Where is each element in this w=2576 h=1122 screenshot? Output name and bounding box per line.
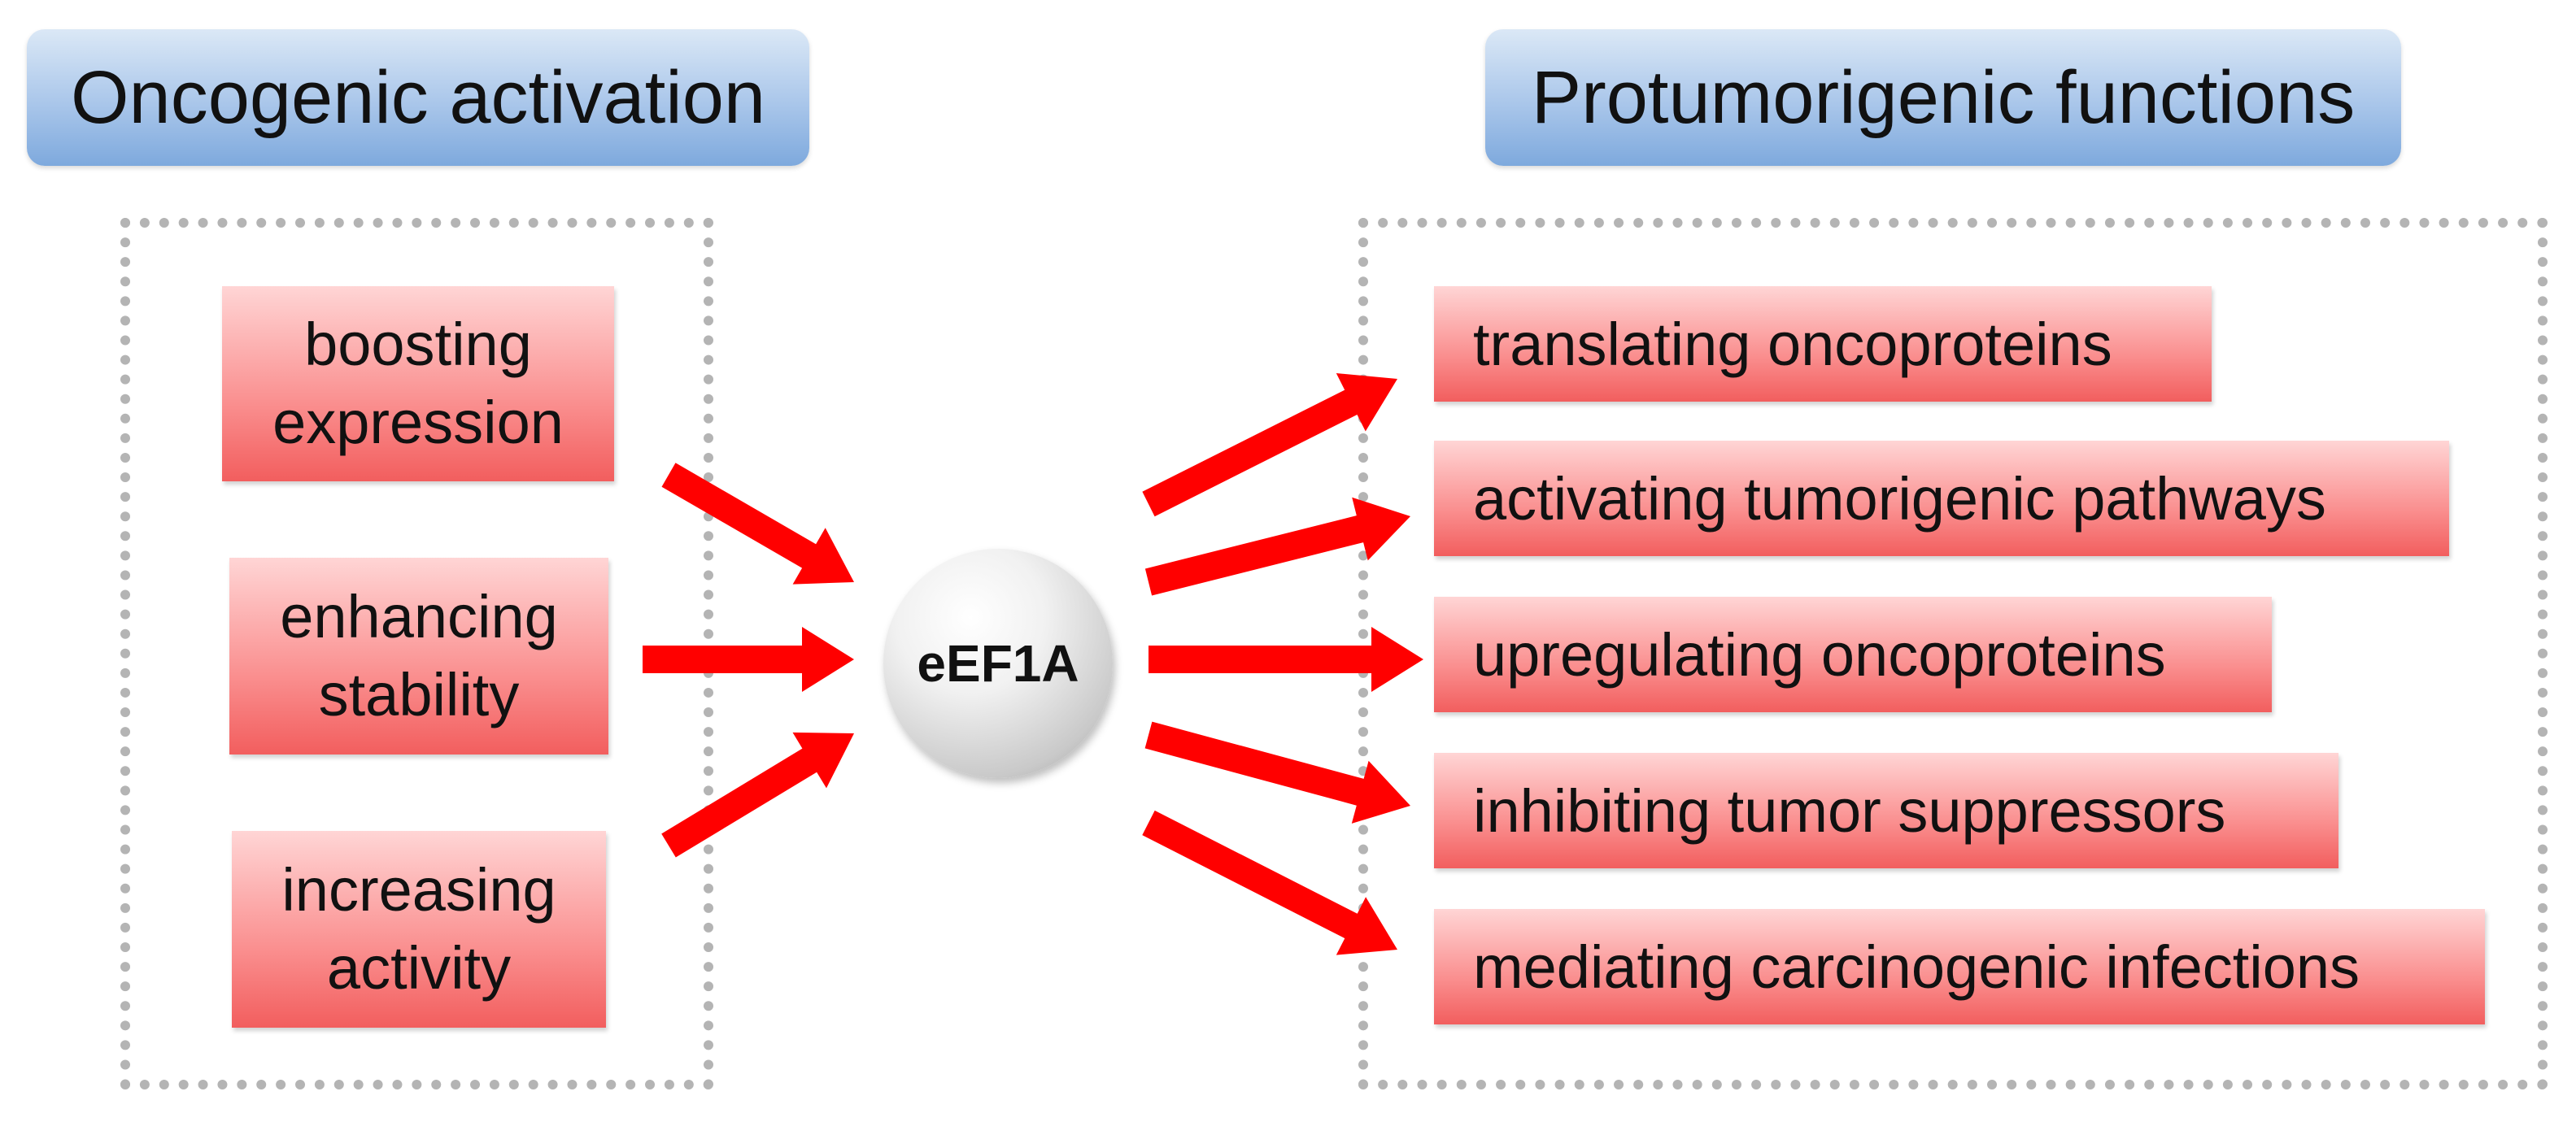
function-box-mediating-carcinogenic-infections: mediating carcinogenic infections bbox=[1434, 909, 2485, 1024]
activation-box-enhancing-stability: enhancing stability bbox=[229, 558, 608, 755]
activation-box-line: increasing bbox=[281, 856, 556, 924]
activation-box-line: expression bbox=[272, 389, 564, 456]
protumorigenic-functions-header: Protumorigenic functions bbox=[1485, 29, 2401, 166]
functions-group-frame bbox=[1358, 218, 2548, 1089]
activation-box-line: boosting bbox=[304, 311, 532, 378]
arrow-out-inhibiting bbox=[1144, 721, 1410, 824]
arrow-out-translating bbox=[1142, 373, 1397, 517]
function-box-inhibiting-tumor-suppressors: inhibiting tumor suppressors bbox=[1434, 753, 2338, 868]
arrow-in-activity bbox=[661, 732, 854, 858]
arrow-out-upregulating bbox=[1149, 627, 1423, 692]
arrow-in-stability bbox=[643, 627, 854, 692]
activation-box-increasing-activity: increasing activity bbox=[232, 831, 606, 1028]
activation-box-boosting-expression: boosting expression bbox=[222, 286, 614, 481]
function-box-upregulating-oncoproteins: upregulating oncoproteins bbox=[1434, 597, 2272, 712]
function-box-translating-oncoproteins: translating oncoproteins bbox=[1434, 286, 2212, 402]
oncogenic-activation-header: Oncogenic activation bbox=[27, 29, 809, 166]
arrow-out-mediating bbox=[1142, 810, 1397, 955]
activation-box-line: activity bbox=[326, 934, 512, 1002]
arrow-in-expression bbox=[661, 463, 854, 585]
function-box-activating-tumorigenic-pathways: activating tumorigenic pathways bbox=[1434, 441, 2449, 556]
eef1a-node: eEF1A bbox=[883, 549, 1113, 778]
arrow-out-activating bbox=[1144, 497, 1410, 596]
activation-box-line: stability bbox=[318, 661, 520, 728]
activation-box-line: enhancing bbox=[280, 583, 558, 650]
